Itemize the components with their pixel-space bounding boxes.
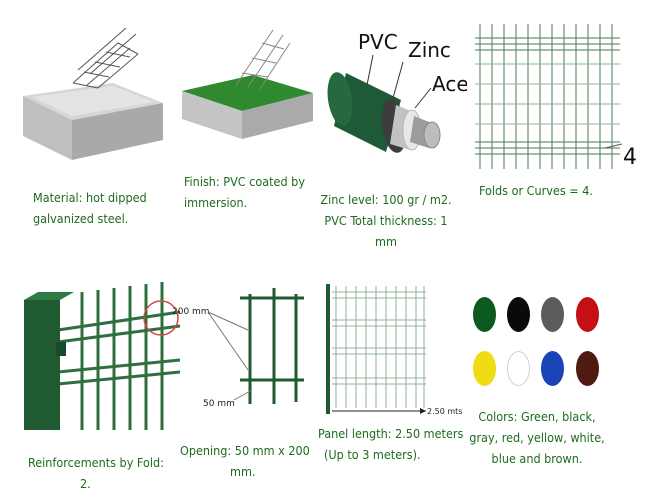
post-and-panel-illustration (20, 272, 181, 430)
layer-label-zinc: Zinc (408, 38, 451, 62)
layer-leader-lines (366, 54, 432, 109)
caption-folds: Folds or Curves = 4. (479, 183, 593, 198)
length-dim-label: 2.50 mts (427, 407, 463, 416)
caption-length: Panel length: 2.50 meters (Up to 3 meter… (318, 426, 464, 462)
caption-finish: Finish: PVC coated by immersion. (184, 174, 305, 210)
dim-label-50mm: 50 mm (203, 399, 235, 409)
dimension-leader-lines (207, 311, 253, 401)
hot-dip-tank-illustration (18, 27, 168, 163)
color-swatch-brown (576, 351, 599, 386)
color-swatch-red (576, 297, 599, 332)
color-swatch-black (507, 297, 530, 332)
color-swatch-blue (541, 351, 564, 386)
panel-length-illustration (324, 280, 428, 416)
color-swatch-yellow (473, 351, 496, 386)
mesh-opening-illustration (232, 284, 312, 404)
folded-panel-illustration (470, 24, 625, 169)
layer-label-pvc: PVC (358, 30, 398, 54)
color-swatch-gray (541, 297, 564, 332)
color-swatch-white (507, 351, 530, 386)
caption-colors: Colors: Green, black, gray, red, yellow,… (469, 409, 605, 466)
caption-opening: Opening: 50 mm x 200 mm. (180, 443, 310, 479)
layer-label-steel: Acero (432, 72, 467, 96)
wire-cross-section-illustration (326, 68, 466, 158)
caption-material: Material: hot dipped galvanized steel. (33, 190, 147, 226)
dim-label-200mm: 200 mm (172, 307, 210, 317)
fold-count-label: 4 (623, 145, 637, 170)
pvc-dip-tank-illustration (178, 25, 318, 140)
color-swatch-green (473, 297, 496, 332)
caption-zinc: Zinc level: 100 gr / m2. PVC Total thick… (320, 192, 452, 249)
caption-reinforcements: Reinforcements by Fold: 2. (28, 455, 164, 491)
